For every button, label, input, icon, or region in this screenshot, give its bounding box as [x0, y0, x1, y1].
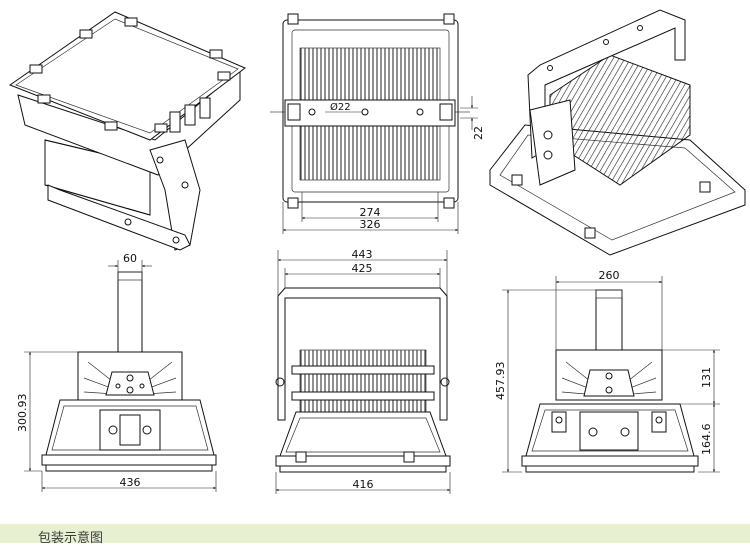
- caption-bar: 包装示意图: [0, 524, 750, 546]
- dim-bracket-width-front: 443: [352, 248, 373, 261]
- caption-text: 包装示意图: [38, 531, 104, 546]
- back-view: 260 457.93 131 164.6: [494, 269, 720, 473]
- dim-total-height-back: 457.93: [494, 362, 507, 401]
- isometric-view-left: [8, 11, 246, 251]
- dim-base-width-back: 260: [599, 269, 620, 282]
- front-view: 443 425 416: [275, 248, 451, 494]
- dim-hole-diameter: Ø22: [330, 101, 351, 113]
- dim-bracket-inner-front: 425: [352, 262, 373, 275]
- dim-lower-height-back: 164.6: [700, 424, 713, 456]
- dim-inner-width-top: 274: [360, 206, 381, 219]
- dim-base-width-side: 436: [120, 476, 141, 489]
- side-view: 60 300.93 436: [16, 252, 217, 492]
- dim-base-width-front: 416: [353, 478, 374, 491]
- dim-outer-width-top: 326: [360, 218, 381, 231]
- isometric-view-right: [489, 9, 746, 256]
- dim-total-height-side: 300.93: [16, 394, 29, 433]
- dim-upper-height-back: 131: [700, 367, 713, 388]
- dim-bracket-width-side: 60: [123, 252, 137, 265]
- technical-drawing: Ø22 22 274 326: [8, 9, 746, 494]
- dim-hole-offset: 22: [472, 126, 485, 140]
- top-view: Ø22 22 274 326: [270, 13, 485, 234]
